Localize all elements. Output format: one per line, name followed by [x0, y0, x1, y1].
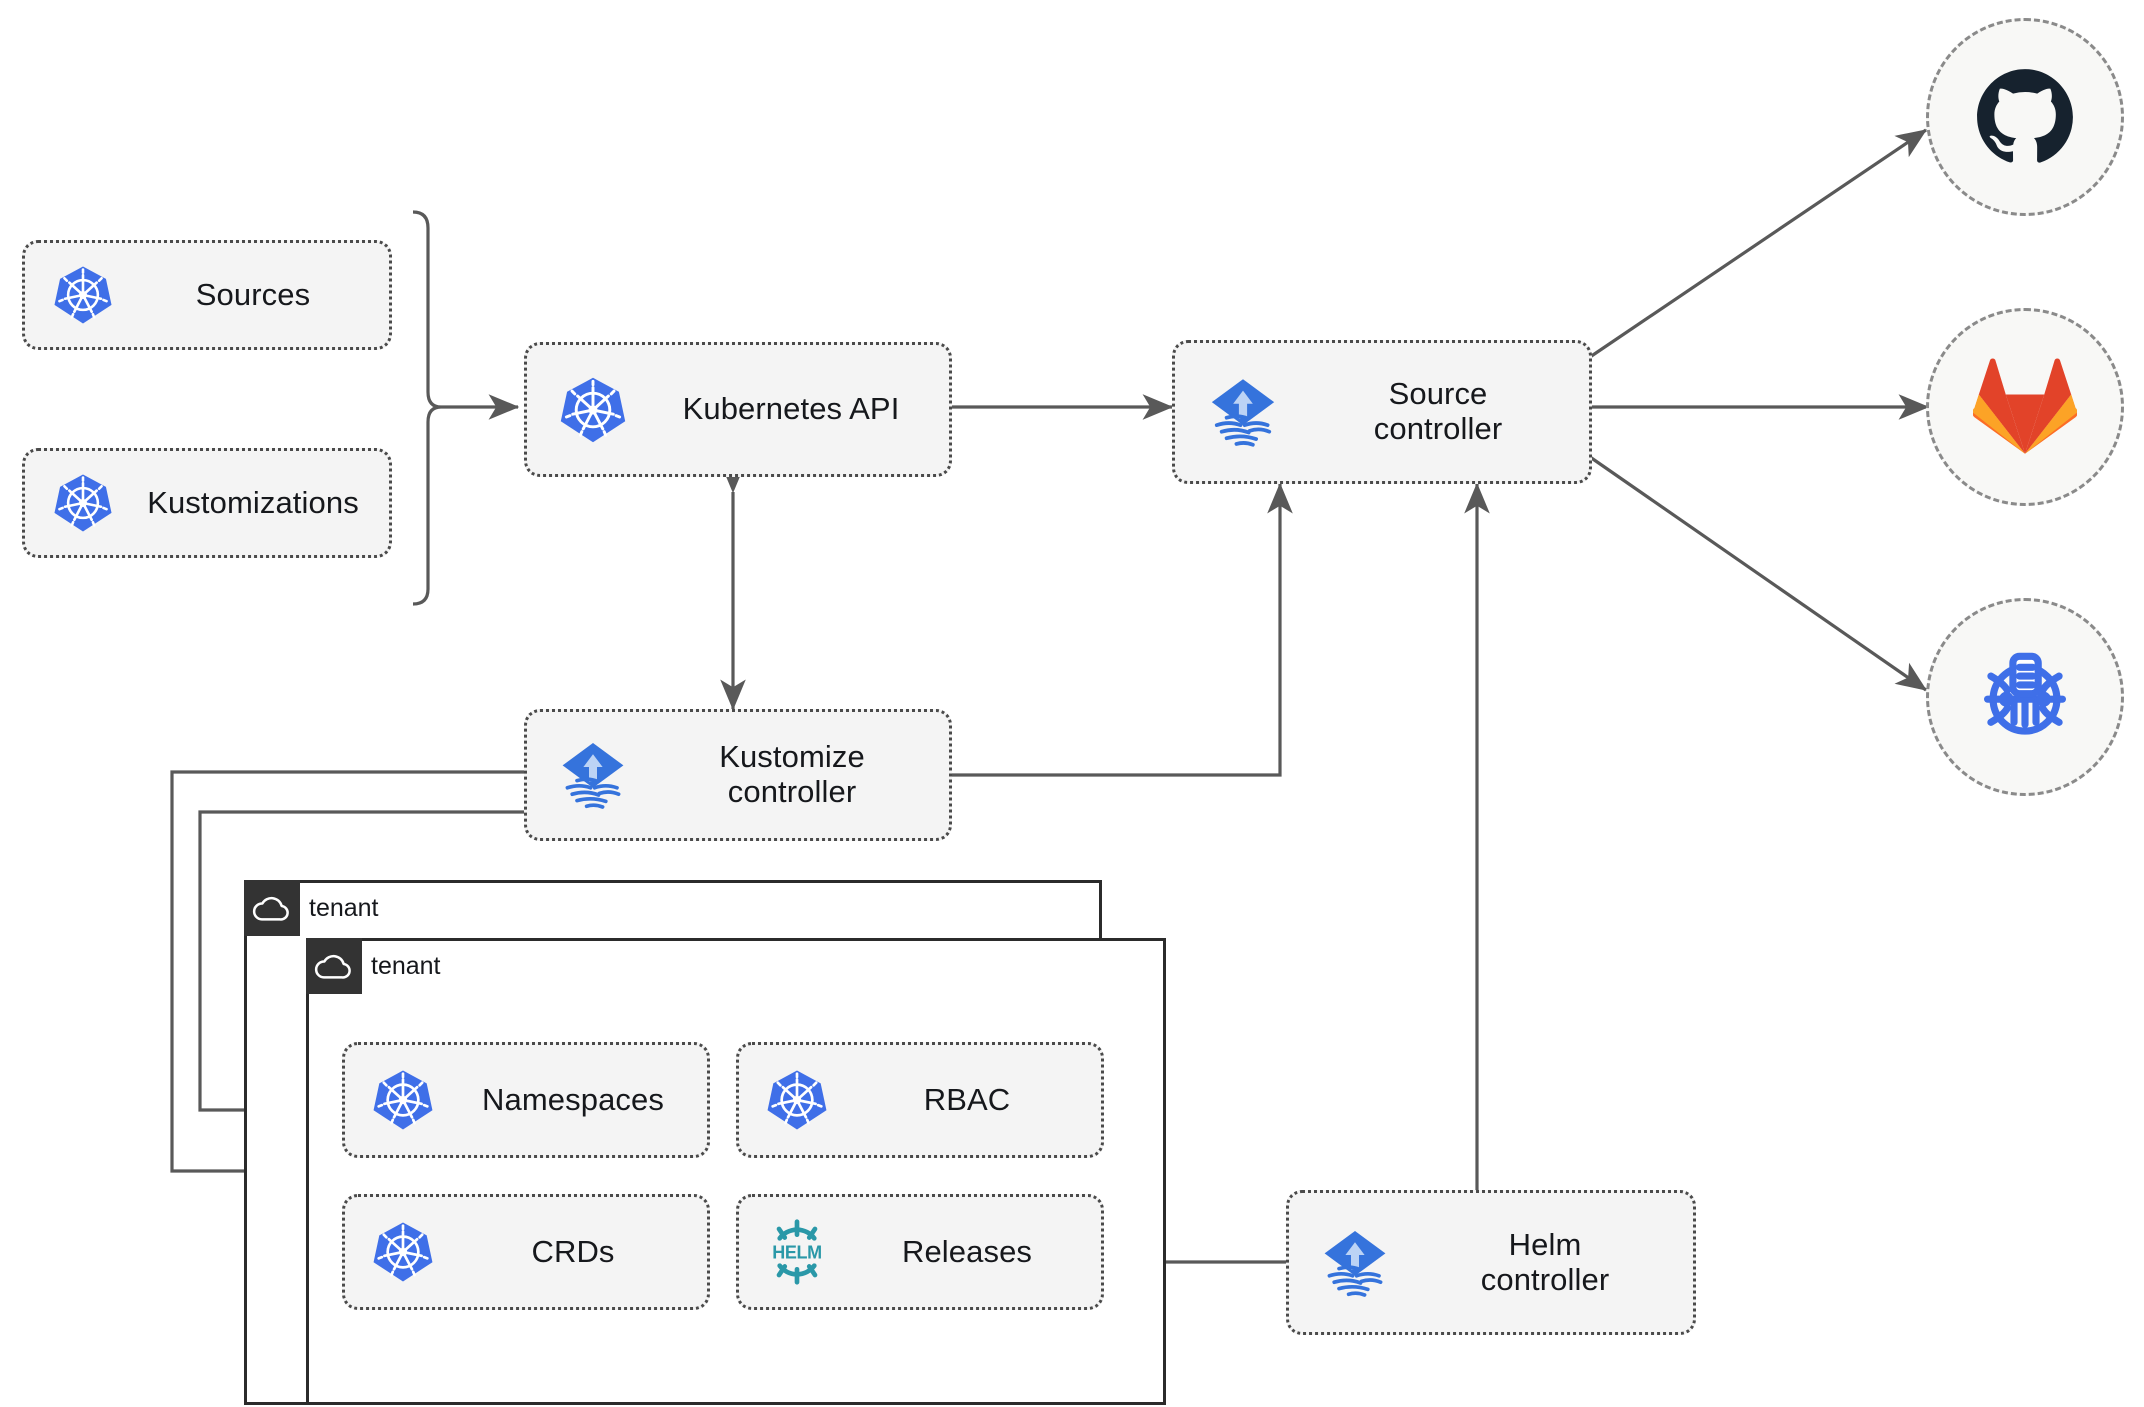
- kubernetes-icon: [543, 375, 643, 445]
- kubernetes-icon: [751, 1068, 843, 1132]
- tenant-name-2: tenant: [371, 951, 441, 980]
- node-source-controller-label: Source controller: [1297, 376, 1589, 446]
- group-brace: [412, 210, 442, 606]
- edge-source-controller-to-helm-repository: [1589, 455, 1928, 692]
- github-icon: [1977, 69, 2073, 163]
- helm-icon: HELM: [751, 1216, 843, 1288]
- kubernetes-icon: [357, 1220, 449, 1284]
- flux-icon: [541, 735, 645, 815]
- helm-repository-icon: [1984, 652, 2066, 735]
- flux-icon: [1303, 1223, 1407, 1303]
- node-source-controller-label-line2: controller: [1373, 411, 1503, 446]
- node-sources-label: Sources: [195, 276, 311, 312]
- node-helm-controller[interactable]: Helm controller: [1286, 1190, 1696, 1335]
- node-kustomize-controller-label: Kustomize controller: [645, 739, 949, 809]
- node-helm-controller-label-line1: Helm: [1508, 1226, 1582, 1262]
- node-sources[interactable]: Sources: [22, 240, 392, 350]
- cloud-icon: [244, 880, 300, 936]
- node-namespaces[interactable]: Namespaces: [342, 1042, 710, 1158]
- node-kubernetes-api-label: Kubernetes API: [682, 391, 900, 427]
- endpoint-github[interactable]: [1926, 18, 2124, 216]
- node-source-controller[interactable]: Source controller: [1172, 340, 1592, 484]
- node-crds-label: CRDs: [531, 1233, 615, 1269]
- endpoint-helm-repository[interactable]: [1926, 598, 2124, 796]
- node-kustomizations[interactable]: Kustomizations: [22, 448, 392, 558]
- tenant-container-2[interactable]: tenant: [306, 938, 1166, 1405]
- node-crds[interactable]: CRDs: [342, 1194, 710, 1310]
- node-helm-controller-label-line2: controller: [1480, 1261, 1610, 1297]
- node-kustomize-controller[interactable]: Kustomize controller: [524, 709, 952, 841]
- node-kustomize-controller-label-line2: controller: [727, 774, 857, 809]
- node-rbac-label: RBAC: [923, 1081, 1011, 1117]
- kubernetes-icon: [39, 264, 127, 326]
- kubernetes-icon: [39, 472, 127, 534]
- node-releases[interactable]: HELM Releases: [736, 1194, 1104, 1310]
- node-rbac[interactable]: RBAC: [736, 1042, 1104, 1158]
- kubernetes-icon: [357, 1068, 449, 1132]
- node-namespaces-label: Namespaces: [482, 1081, 664, 1117]
- node-kustomize-controller-label-line1: Kustomize: [719, 739, 865, 775]
- tenant-name-1: tenant: [309, 893, 379, 922]
- gitlab-icon: [1973, 358, 2077, 454]
- node-kubernetes-api[interactable]: Kubernetes API: [524, 342, 952, 477]
- node-releases-label: Releases: [901, 1233, 1033, 1269]
- edge-source-controller-to-github: [1589, 128, 1928, 359]
- edge-kustomize-controller-to-source-controller: [952, 482, 1293, 777]
- svg-text:HELM: HELM: [772, 1242, 822, 1262]
- node-helm-controller-label: Helm controller: [1407, 1226, 1693, 1297]
- node-kustomizations-label: Kustomizations: [147, 484, 359, 520]
- cloud-icon: [306, 938, 362, 994]
- node-source-controller-label-line1: Source: [1388, 376, 1488, 412]
- endpoint-gitlab[interactable]: [1926, 308, 2124, 506]
- flux-icon: [1189, 371, 1297, 453]
